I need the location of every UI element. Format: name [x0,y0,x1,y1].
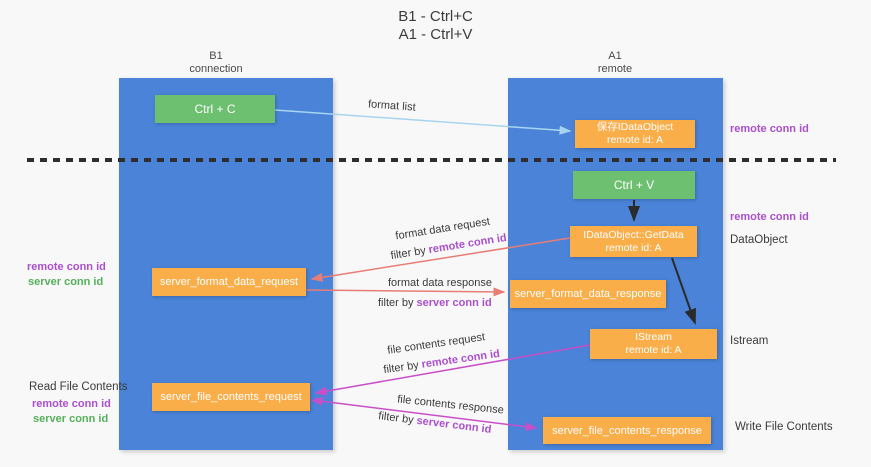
remote-conn-id-annotation-left-2: remote conn id [32,398,111,410]
ctrl-c-label: Ctrl + C [194,102,236,116]
server-file-contents-response-label: server_file_contents_response [552,424,702,437]
ctrl-v-label: Ctrl + V [613,178,655,192]
lane-b1-name: B1 [209,50,223,62]
idataobject-getdata-box: IDataObject::GetData remote id: A [570,226,697,257]
arrow-format-data-request [310,237,571,282]
filter-by-text: filter by [378,297,414,309]
istream-line1: IStream [635,331,672,343]
lane-a1-name: A1 [608,50,622,62]
lane-b1-role: connection [189,63,243,75]
server-format-data-request-label: server_format_data_request [159,276,299,288]
server-format-data-response-box: server_format_data_response [510,280,666,308]
arrow-file-contents-request [314,344,591,396]
arrow-format-list [274,109,572,135]
istream-annotation: Istream [730,335,769,347]
ctrl-c-box: Ctrl + C [155,95,275,123]
getdata-line1: IDataObject::GetData [583,228,684,241]
arrow-file-contents-response [310,396,538,432]
server-conn-id-annotation-left-2: server conn id [33,413,109,425]
remote-conn-id-annotation-left-1: remote conn id [27,261,106,273]
save-idataobject-line1: 保存IDataObject [596,121,674,133]
server-conn-id-key: server conn id [416,297,492,309]
remote-conn-id-annotation-mid: remote conn id [730,211,809,223]
server-file-contents-request-label: server_file_contents_request [160,391,302,403]
lane-header-a1: A1 remote [565,50,665,76]
server-format-data-request-box: server_format_data_request [152,268,306,296]
save-idataobject-line2: remote id: A [606,134,664,146]
server-file-contents-request-box: server_file_contents_request [152,383,310,411]
server-file-contents-response-box: server_file_contents_response [543,417,711,444]
istream-box: IStream remote id: A [590,329,717,359]
save-idataobject-box: 保存IDataObject remote id: A [575,120,695,148]
format-data-response-label: format data response [388,277,492,289]
title-line-2: A1 - Ctrl+V [398,26,473,43]
istream-line2: remote id: A [625,344,682,356]
remote-conn-id-annotation-top: remote conn id [730,123,809,135]
diagram-title: B1 - Ctrl+C A1 - Ctrl+V [0,8,871,44]
lane-header-b1: B1 connection [166,50,266,76]
write-file-contents-annotation: Write File Contents [735,421,833,433]
title-line-1: B1 - Ctrl+C [398,8,473,25]
server-conn-id-annotation-left-1: server conn id [28,276,104,288]
getdata-line2: remote id: A [605,241,662,254]
server-format-data-response-label: server_format_data_response [514,288,662,300]
arrow-format-data-response [305,287,506,297]
arrow-getdata-to-istream [671,257,696,325]
lane-a1-role: remote [597,63,633,75]
dataobject-annotation: DataObject [730,234,788,246]
ctrl-v-box: Ctrl + V [573,171,695,199]
read-file-contents-annotation: Read File Contents [29,381,128,393]
